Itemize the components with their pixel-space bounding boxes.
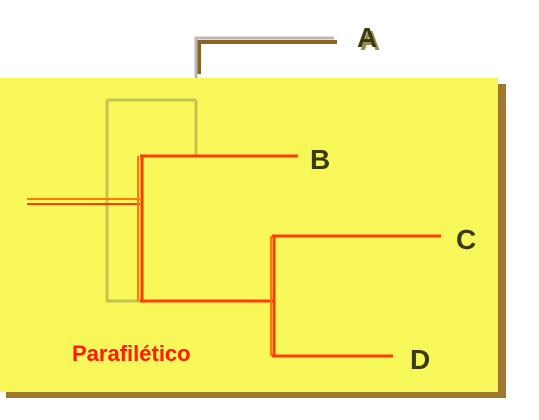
taxon-c-label: C [456, 224, 476, 255]
taxon-a-label-shadow: A [360, 25, 380, 56]
taxon-d-label: D [410, 344, 430, 375]
outer-clade-stem [105, 100, 140, 303]
taxon-a-label: A [357, 22, 377, 53]
branch-a [194, 36, 337, 78]
inner-clade [137, 154, 441, 358]
branch-a-line [194, 36, 334, 78]
taxon-b-label: B [310, 144, 330, 175]
branch-a-shadow [197, 40, 337, 74]
outer-clade-bracket [105, 98, 198, 303]
paraphyletic-label: Parafilético [72, 341, 191, 366]
root-branch [27, 198, 140, 205]
